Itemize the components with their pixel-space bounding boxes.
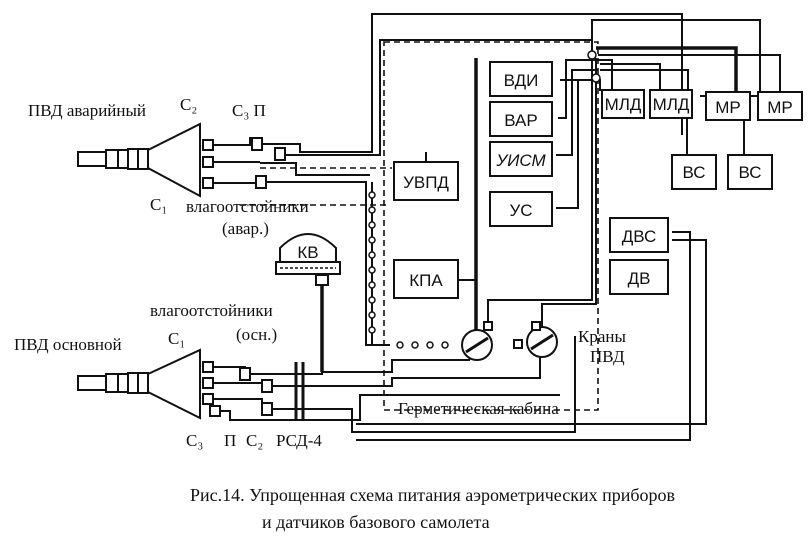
beaded-line [368, 191, 449, 349]
block-var [489, 101, 553, 137]
block-uvpd [393, 161, 459, 201]
label-vs-1: ВС [682, 163, 705, 182]
pvd-main-probe [77, 348, 201, 420]
block-vs-2 [727, 154, 773, 190]
block-vdi [489, 61, 553, 97]
port-c1-bottom [202, 361, 214, 373]
block-mld-1 [601, 89, 645, 119]
pvd-emergency-probe [77, 122, 201, 198]
port-c3-bottom [209, 405, 221, 417]
port-c3-top [202, 156, 214, 168]
label-dvs: ДВС [622, 227, 657, 246]
port-c2-bottom [202, 393, 214, 405]
label-mld-2: МЛД [653, 95, 690, 114]
label-rsd: РСД-4 [276, 431, 322, 450]
label-c2-bottom: С₂ [246, 431, 263, 450]
label-moisture-main-1: влагоотстойники [150, 301, 273, 320]
label-p-bottom: П [224, 431, 236, 450]
block-us [489, 191, 553, 227]
label-pvd-main: ПВД основной [14, 335, 122, 354]
port-c1-top [202, 177, 214, 189]
caption-line-1: Рис.14. Упрощенная схема питания аэромет… [190, 485, 675, 505]
label-dv: ДВ [628, 269, 651, 288]
block-dv [609, 259, 669, 295]
label-c1-bottom: С₁ [168, 329, 185, 348]
label-us: УС [509, 201, 532, 220]
label-uvpd: УВПД [403, 173, 449, 192]
moisture-trap-main-3 [261, 402, 273, 416]
label-moisture-main-2: (осн.) [236, 325, 277, 344]
moisture-trap-main-1 [239, 367, 251, 381]
label-vdi: ВДИ [504, 71, 539, 90]
label-kpa: КПА [409, 271, 443, 290]
caption-line-2: и датчиков базового самолета [262, 512, 490, 532]
moisture-trap-emg-3 [255, 175, 267, 189]
label-c1-top: С₁ [150, 195, 167, 214]
label-kv: КВ [297, 243, 318, 262]
label-c3-bottom: С₃ [186, 431, 203, 450]
label-mr-2: МР [767, 98, 793, 117]
block-dvs [609, 217, 669, 253]
pressure-cabin-outline [383, 41, 599, 411]
moisture-trap-emg-2 [274, 147, 286, 161]
rsd-4-unit [294, 362, 305, 420]
label-pvd-emergency: ПВД аварийный [28, 101, 146, 120]
moisture-trap-main-2 [261, 379, 273, 393]
block-kpa [393, 259, 459, 299]
pvd-valve-left [461, 329, 493, 361]
label-c3p-top: С₃ П [232, 101, 266, 120]
port-p-bottom [202, 377, 214, 389]
block-mr-1 [705, 91, 751, 121]
block-mld-2 [649, 89, 693, 119]
label-mld-1: МЛД [605, 95, 642, 114]
label-uism: УИСМ [495, 151, 546, 170]
kv-unit [275, 233, 341, 286]
label-valves-1: Краны [578, 327, 626, 346]
label-moisture-emergency-1: влагоотстойники [186, 197, 309, 216]
label-moisture-emergency-2: (авар.) [222, 219, 269, 238]
pvd-valve-right [526, 326, 558, 358]
label-var: ВАР [504, 111, 537, 130]
moisture-trap-emg-1 [251, 137, 263, 151]
label-mr-1: МР [715, 98, 741, 117]
port-c2-top [202, 139, 214, 151]
block-mr-2 [757, 91, 803, 121]
block-vs-1 [671, 154, 717, 190]
label-cabin: Герметическая кабина [398, 399, 559, 418]
label-vs-2: ВС [738, 163, 761, 182]
label-valves-2: ПВД [590, 347, 625, 366]
label-c2-top: С₂ [180, 95, 197, 114]
block-uism [489, 141, 553, 177]
